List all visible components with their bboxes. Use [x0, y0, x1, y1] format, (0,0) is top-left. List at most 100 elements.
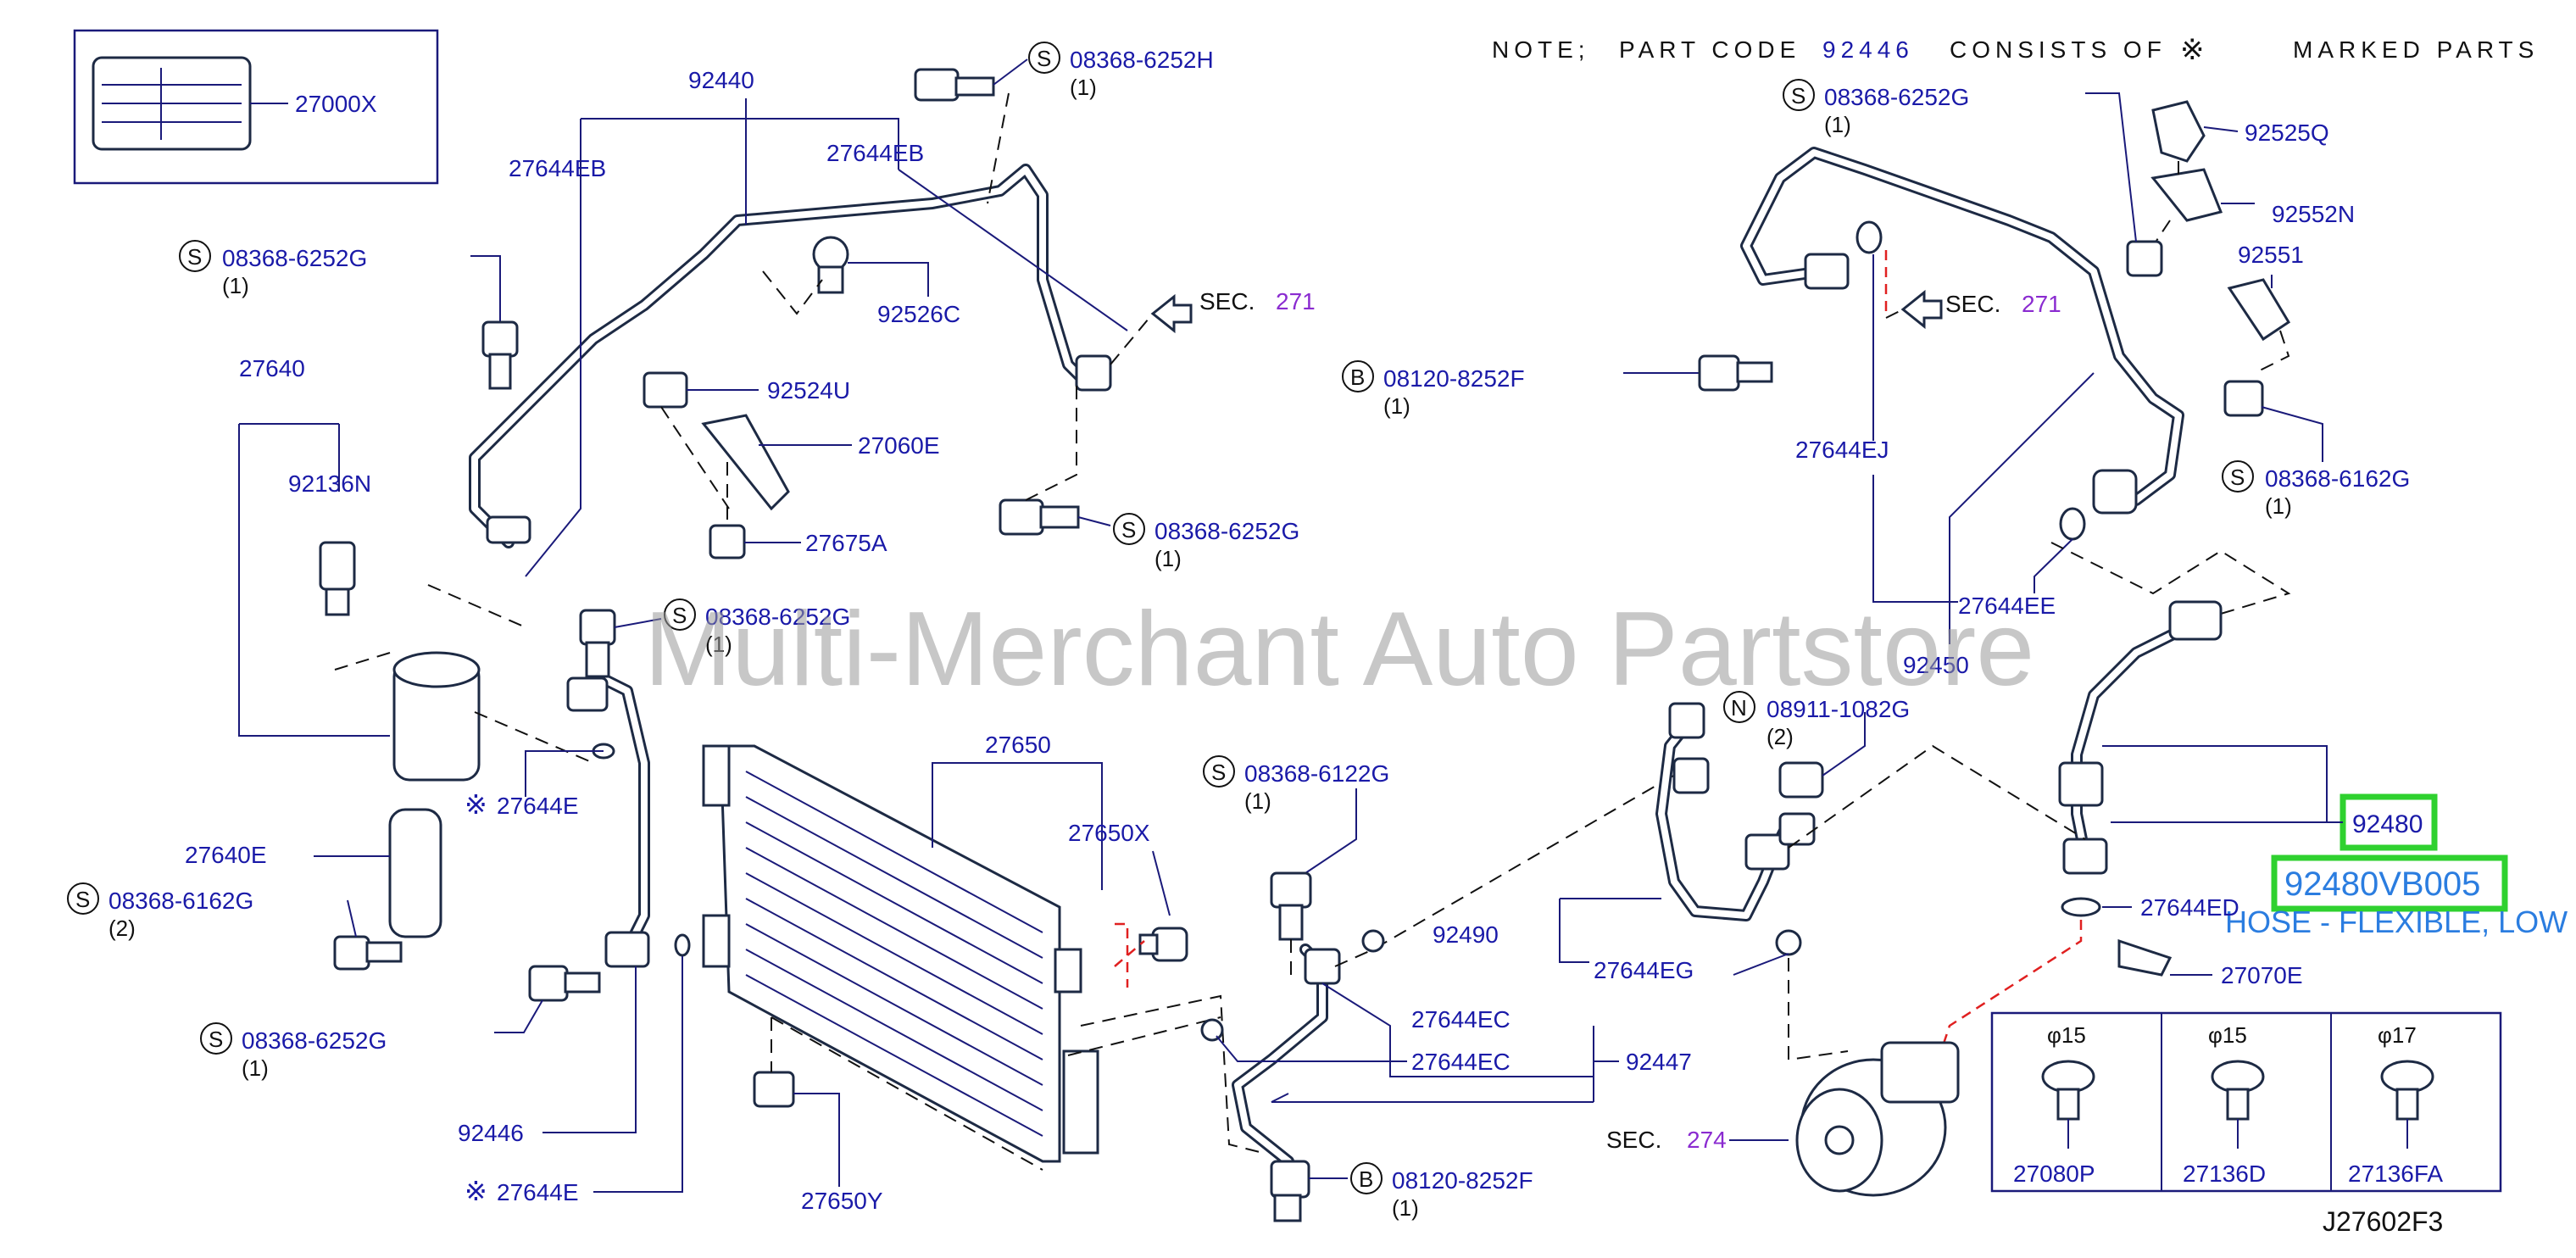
bolt-08368-6162G-right: S 08368-6162G (1) [2222, 406, 2410, 519]
label-27650Y: 27650Y [801, 1188, 883, 1214]
bolt-08368-6162G-left: S 08368-6162G (2) [67, 882, 403, 971]
label-27644EJ: 27644EJ [1795, 437, 1889, 463]
qty-08368-6122G: (1) [1244, 788, 1271, 814]
label-27000X: 27000X [295, 91, 377, 117]
bolt-08368-6252G-mid: S 08368-6252G (1) [614, 598, 850, 657]
highlight-code: 92480 [2352, 810, 2423, 838]
qty-08911-1082G: (2) [1766, 724, 1794, 749]
condenser-27650: 27650 [702, 732, 1103, 1163]
sec-271-right-prefix: SEC. [1945, 291, 2000, 317]
label-27644EB-left: 27644EB [509, 155, 606, 181]
label-27640: 27640 [239, 355, 305, 381]
sec-271-right: SEC. 271 [1885, 289, 2061, 330]
label-08120-8252F-upper: 08120-8252F [1383, 365, 1525, 392]
bracket-27650Y: 27650Y [753, 1016, 1043, 1214]
mark-icon: ※ [465, 789, 487, 820]
sec-274-prefix: SEC. [1606, 1127, 1661, 1153]
prefix-s-icon: S [209, 1027, 223, 1052]
prefix-s-icon: S [1121, 517, 1136, 543]
label-27650: 27650 [985, 732, 1051, 758]
prefix-s-icon: S [672, 603, 687, 628]
qty-08368-6252G-b: (1) [1154, 546, 1182, 571]
mark-icon: ※ [465, 1176, 487, 1206]
sec-271-top-num: 271 [1276, 288, 1316, 314]
drawing-number: J27602F3 [2323, 1206, 2443, 1237]
clip-92526C: 92526C [762, 236, 960, 327]
label-92526C: 92526C [877, 301, 960, 327]
prefix-s-icon: S [2230, 465, 2245, 490]
label-08911-1082G: 08911-1082G [1766, 696, 1910, 722]
label-08368-6162G-right: 08368-6162G [2265, 465, 2410, 492]
label-08368-6252G-c: 08368-6252G [705, 604, 850, 630]
label-92525Q: 92525Q [2245, 120, 2329, 146]
qty-08120-8252F-upper: (1) [1383, 393, 1410, 419]
bolt-08368-6252H: S 08368-6252H (1) [914, 42, 1214, 204]
sec-271-right-num: 271 [2022, 291, 2061, 317]
label-27070E: 27070E [2221, 962, 2303, 988]
compressor: SEC. 274 [1606, 1041, 1960, 1197]
label-08120-8252F-lower: 08120-8252F [1392, 1167, 1533, 1194]
bolt-08120-8252F-lower: B 08120-8252F (1) [1270, 1160, 1533, 1222]
label-92440: 92440 [688, 67, 754, 93]
pipe-92490: 92490 27644EC 27644EC 92447 [1200, 762, 1696, 1167]
grommet-27675A: 27675A [709, 462, 887, 559]
label-27644ED: 27644ED [2140, 894, 2239, 921]
pipe-92450: 27644EJ 27644EE 92450 [1740, 147, 2184, 678]
label-08368-6252G-d: 08368-6252G [1824, 84, 1969, 110]
receiver-drier-27640: 27640 92136N [238, 355, 594, 782]
note-suffix: MARKED PARTS [2293, 36, 2539, 63]
prefix-s-icon: S [1211, 760, 1226, 785]
label-92450: 92450 [1903, 652, 1969, 678]
bracket-27060E: 92524U 27060E [643, 371, 940, 511]
prefix-s-icon: S [1791, 83, 1805, 109]
prefix-b-icon: B [1359, 1166, 1373, 1192]
bolt-08368-6252G-left: S 08368-6252G (1) [179, 240, 519, 390]
label-27644EC-upper: 27644EC [1411, 1006, 1511, 1033]
watermark: Multi-Merchant Auto Partstore [644, 591, 2034, 708]
bolt-08368-6252G-center: S 08368-6252G (1) [999, 381, 1299, 571]
label-27644EG: 27644EG [1594, 957, 1694, 983]
bracket-27640E: 27640E [185, 808, 442, 938]
label-08368-6122G: 08368-6122G [1244, 760, 1389, 787]
bolt-08368-6122G: S 08368-6122G (1) [1203, 755, 1389, 975]
qty-08368-6252H: (1) [1070, 75, 1097, 100]
clips-table: φ15 27080P φ15 27136D φ17 27136FA [1990, 1011, 2502, 1193]
label-plate-box: 27000X [73, 29, 439, 185]
qty-08368-6252G-e: (1) [242, 1055, 269, 1081]
clip-27080P: φ15 27080P [2013, 1022, 2095, 1187]
label-08368-6252G-a: 08368-6252G [222, 245, 367, 271]
label-27644EC-lower: 27644EC [1411, 1049, 1511, 1075]
pipe-92440 [469, 164, 1112, 548]
prefix-s-icon: S [75, 887, 90, 912]
clip-27136FA: φ17 27136FA [2348, 1022, 2443, 1187]
label-08368-6252H: 08368-6252H [1070, 47, 1214, 73]
qty-08368-6162G-left: (2) [108, 916, 136, 941]
brackets-right: 92525Q 92552N 92551 [2085, 92, 2355, 417]
qty-08368-6162G-right: (1) [2265, 493, 2292, 519]
bolt-08368-6252G-low: S 08368-6252G (1) [200, 965, 601, 1081]
highlight-part-number: 92480VB005 [2284, 866, 2480, 903]
prefix-s-icon: S [187, 244, 202, 270]
clip-27080P-code: 27080P [2013, 1161, 2095, 1187]
clip-27136D-code: 27136D [2183, 1161, 2266, 1187]
qty-08120-8252F-lower: (1) [1392, 1195, 1419, 1221]
hose-92446 [566, 609, 691, 968]
note-consists-of: CONSISTS OF [1950, 36, 2167, 63]
label-27644E-lower: 27644E [497, 1179, 579, 1205]
highlight-description: HOSE - FLEXIBLE, LOW [2225, 905, 2568, 939]
sec-274-num: 274 [1687, 1127, 1727, 1153]
label-92551: 92551 [2238, 242, 2304, 268]
clip-27136FA-dia: φ17 [2378, 1022, 2417, 1048]
prefix-b-icon: B [1350, 365, 1365, 390]
label-27640E: 27640E [185, 842, 267, 868]
note-prefix: NOTE; [1492, 36, 1590, 63]
label-27644EB-right: 27644EB [826, 140, 924, 166]
label-92552N: 92552N [2272, 201, 2355, 227]
label-08368-6252G-b: 08368-6252G [1154, 518, 1299, 544]
hose-92480 [2058, 600, 2328, 875]
clip-27080P-dia: φ15 [2047, 1022, 2086, 1048]
label-27644EE: 27644EE [1958, 593, 2056, 619]
label-08368-6252G-e: 08368-6252G [242, 1027, 387, 1054]
sec-271-top: SEC. 271 [1110, 288, 1316, 365]
